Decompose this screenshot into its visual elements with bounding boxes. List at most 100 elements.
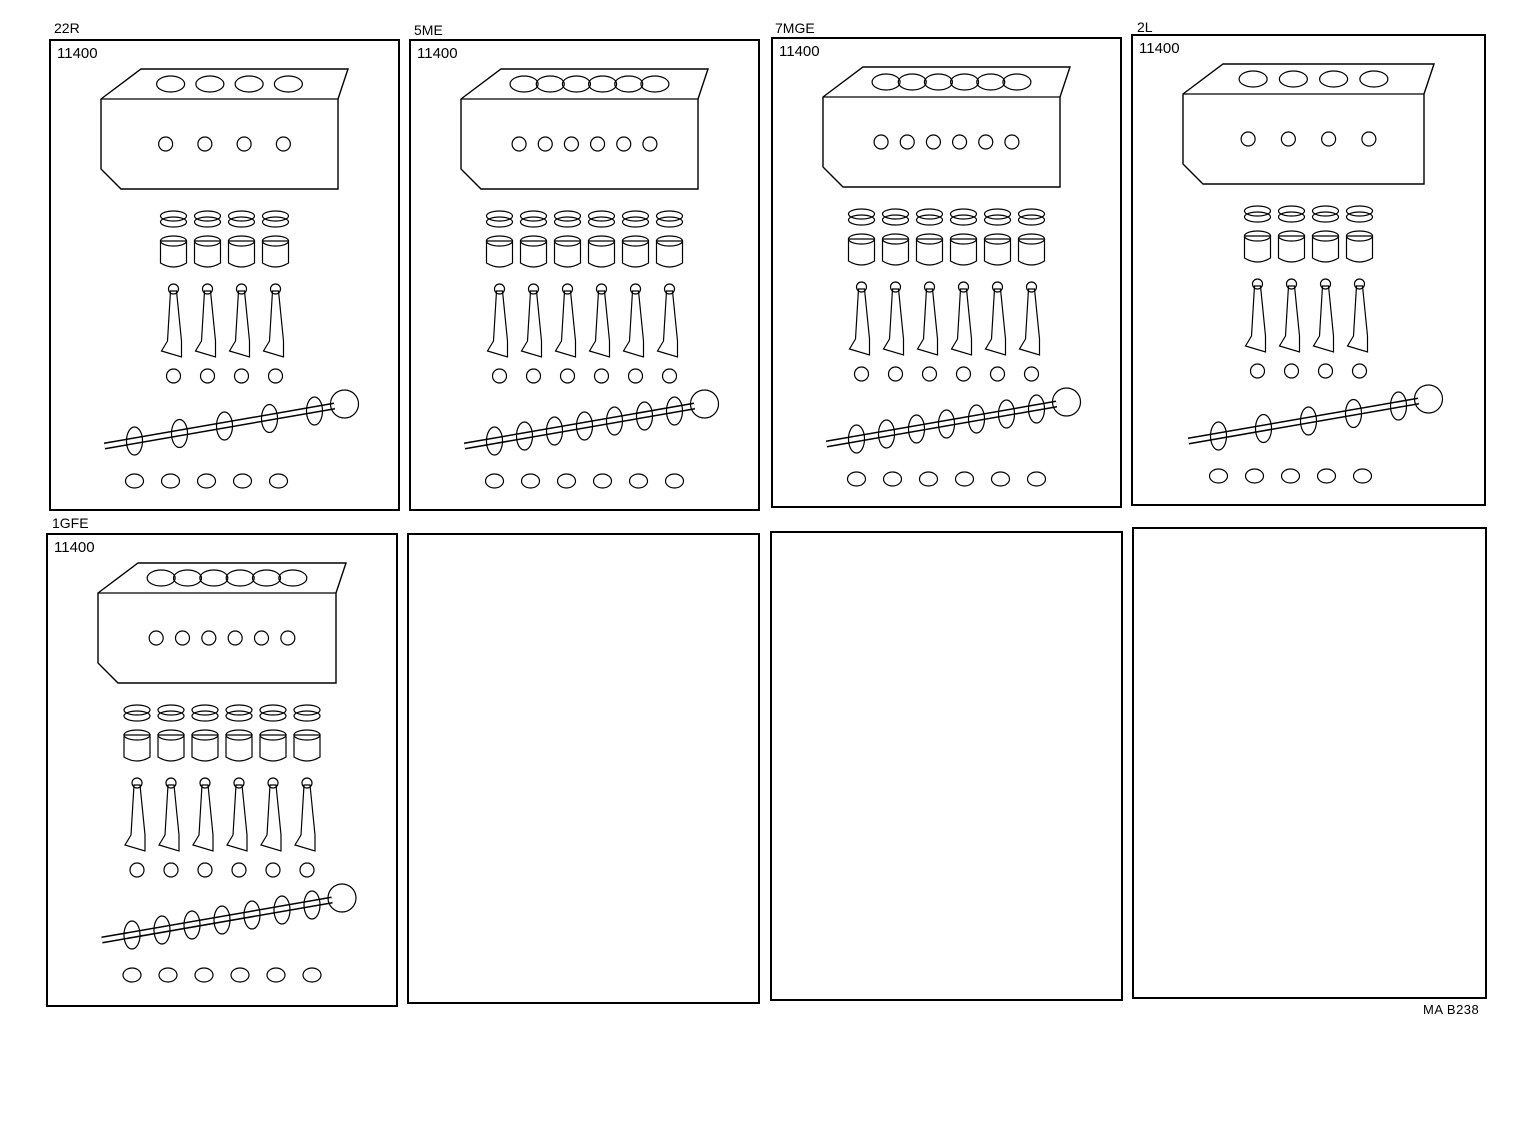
connecting-rod <box>850 289 870 355</box>
piston <box>951 239 977 265</box>
cylinder-bore <box>536 76 564 92</box>
main-bearing <box>123 968 141 982</box>
rod-bearing <box>1319 364 1333 378</box>
rod-small-end <box>1355 279 1365 289</box>
rod-bearing <box>232 863 246 877</box>
connecting-rod <box>590 291 610 357</box>
piston-ring <box>589 211 615 221</box>
piston-crown <box>294 730 320 740</box>
rod-small-end <box>1253 279 1263 289</box>
crank-counterweight <box>274 896 290 924</box>
block-boss <box>953 135 967 149</box>
block-boss <box>281 631 295 645</box>
crank-counterweight <box>307 397 323 425</box>
piston-crown <box>1245 231 1271 241</box>
crank-counterweight <box>172 420 188 448</box>
piston <box>195 241 221 267</box>
panel-1gfe[interactable]: 11400 <box>46 533 398 1007</box>
piston <box>1245 236 1271 262</box>
cylinder-bore <box>562 76 590 92</box>
piston <box>657 241 683 267</box>
rod-bearing <box>266 863 280 877</box>
piston <box>294 735 320 761</box>
cylinder-block <box>461 69 708 189</box>
piston-ring <box>195 211 221 221</box>
cylinder-block <box>1183 64 1434 184</box>
rod-small-end <box>959 282 969 292</box>
piston-ring <box>951 215 977 225</box>
piston-ring <box>124 705 150 715</box>
panel-7mge[interactable]: 11400 <box>771 37 1122 508</box>
cylinder-bore <box>174 570 202 586</box>
main-bearing <box>1210 469 1228 483</box>
piston-ring <box>192 711 218 721</box>
figure-code: MA B238 <box>1423 1002 1480 1017</box>
panel-22r[interactable]: 11400 <box>49 39 400 511</box>
rod-bearing <box>1353 364 1367 378</box>
crank-counterweight <box>184 911 200 939</box>
piston-crown <box>263 236 289 246</box>
rod-bearing <box>629 369 643 383</box>
block-boss <box>202 631 216 645</box>
piston-ring <box>589 217 615 227</box>
piston-ring <box>1279 206 1305 216</box>
connecting-rod <box>1020 289 1040 355</box>
piston-ring <box>294 711 320 721</box>
rod-bearing <box>164 863 178 877</box>
cylinder-bore <box>1239 71 1267 87</box>
piston-crown <box>521 236 547 246</box>
connecting-rod <box>193 785 213 851</box>
piston-crown <box>555 236 581 246</box>
piston-crown <box>195 236 221 246</box>
piston-crown <box>917 234 943 244</box>
part-code: 11400 <box>417 45 458 62</box>
main-bearing <box>159 968 177 982</box>
piston-ring <box>1313 212 1339 222</box>
crank-counterweight <box>849 425 865 453</box>
piston-ring <box>521 211 547 221</box>
rod-small-end <box>891 282 901 292</box>
piston <box>229 241 255 267</box>
crank-counterweight <box>667 397 683 425</box>
crankshaft-highlight <box>465 406 695 446</box>
connecting-rod <box>884 289 904 355</box>
panel-2l[interactable]: 11400 <box>1131 34 1486 506</box>
rod-bearing <box>1025 367 1039 381</box>
block-boss <box>1281 132 1295 146</box>
cylinder-bore <box>279 570 307 586</box>
connecting-rod <box>1246 286 1266 352</box>
piston-crown <box>192 730 218 740</box>
crankshaft-highlight <box>1189 401 1419 441</box>
piston-crown <box>229 236 255 246</box>
piston-ring <box>917 209 943 219</box>
main-bearing <box>1028 472 1046 486</box>
crank-counterweight <box>1391 392 1407 420</box>
main-bearing <box>1282 469 1300 483</box>
engine-block-assembly-drawing <box>51 41 398 509</box>
cylinder-bore <box>1320 71 1348 87</box>
connecting-rod <box>1348 286 1368 352</box>
piston-crown <box>985 234 1011 244</box>
piston <box>917 239 943 265</box>
rod-bearing <box>269 369 283 383</box>
piston-ring <box>1019 215 1045 225</box>
connecting-rod <box>125 785 145 851</box>
engine-block-assembly-drawing <box>773 39 1120 506</box>
connecting-rod <box>918 289 938 355</box>
piston-ring <box>226 705 252 715</box>
crank-counterweight <box>304 891 320 919</box>
engine-label-2l: 2L <box>1137 19 1153 35</box>
piston-ring <box>623 211 649 221</box>
piston-ring <box>487 211 513 221</box>
crank-counterweight <box>154 916 170 944</box>
piston-crown <box>1347 231 1373 241</box>
panel-5me[interactable]: 11400 <box>409 39 760 511</box>
rod-small-end <box>1287 279 1297 289</box>
main-bearing <box>198 474 216 488</box>
part-code: 11400 <box>1139 40 1180 57</box>
main-bearing <box>234 474 252 488</box>
piston-ring <box>260 705 286 715</box>
block-boss <box>255 631 269 645</box>
piston-ring <box>951 209 977 219</box>
piston-ring <box>849 209 875 219</box>
